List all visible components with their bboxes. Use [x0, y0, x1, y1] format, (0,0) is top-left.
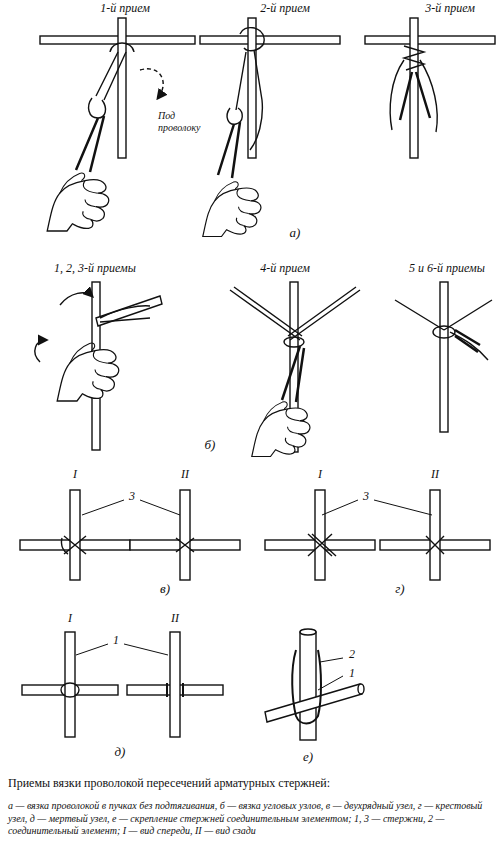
figure-label: 2-й прием	[240, 2, 330, 16]
figure-label: 1	[109, 634, 123, 648]
figure-label: 4-й прием	[240, 262, 330, 276]
knot-crosses	[20, 490, 490, 740]
figure-label: II	[175, 468, 195, 482]
figure-label: II	[165, 612, 185, 626]
figure-label: 1, 2, 3-й приемы	[30, 262, 160, 276]
figure-label: 3	[359, 490, 373, 504]
figure-label: е)	[293, 750, 323, 765]
figure-label: Под проволоку	[158, 110, 216, 133]
figure-label: 2	[345, 648, 359, 662]
technique-b	[35, 282, 492, 457]
legend-text: а — вязка проволокой в пучках без подтяг…	[8, 800, 492, 838]
figure-label: I	[60, 612, 80, 626]
figure-label: 3	[125, 490, 139, 504]
figure-label: II	[425, 468, 445, 482]
figure-label: 1-й прием	[80, 2, 170, 16]
figure-label: б)	[195, 438, 225, 453]
figure-label: д)	[105, 745, 135, 760]
figure-label: 5 и 6-й приемы	[398, 262, 496, 276]
figure-label: 3-й прием	[405, 2, 495, 16]
figure-label: а)	[280, 226, 310, 241]
figure-label: 1	[345, 667, 359, 681]
figure-label: I	[310, 468, 330, 482]
figure-label: г)	[385, 582, 415, 597]
figure-caption: Приемы вязки проволокой пересечений арма…	[8, 776, 492, 790]
figure-label: в)	[150, 582, 180, 597]
technique-a	[40, 18, 495, 237]
figure-label: I	[65, 468, 85, 482]
